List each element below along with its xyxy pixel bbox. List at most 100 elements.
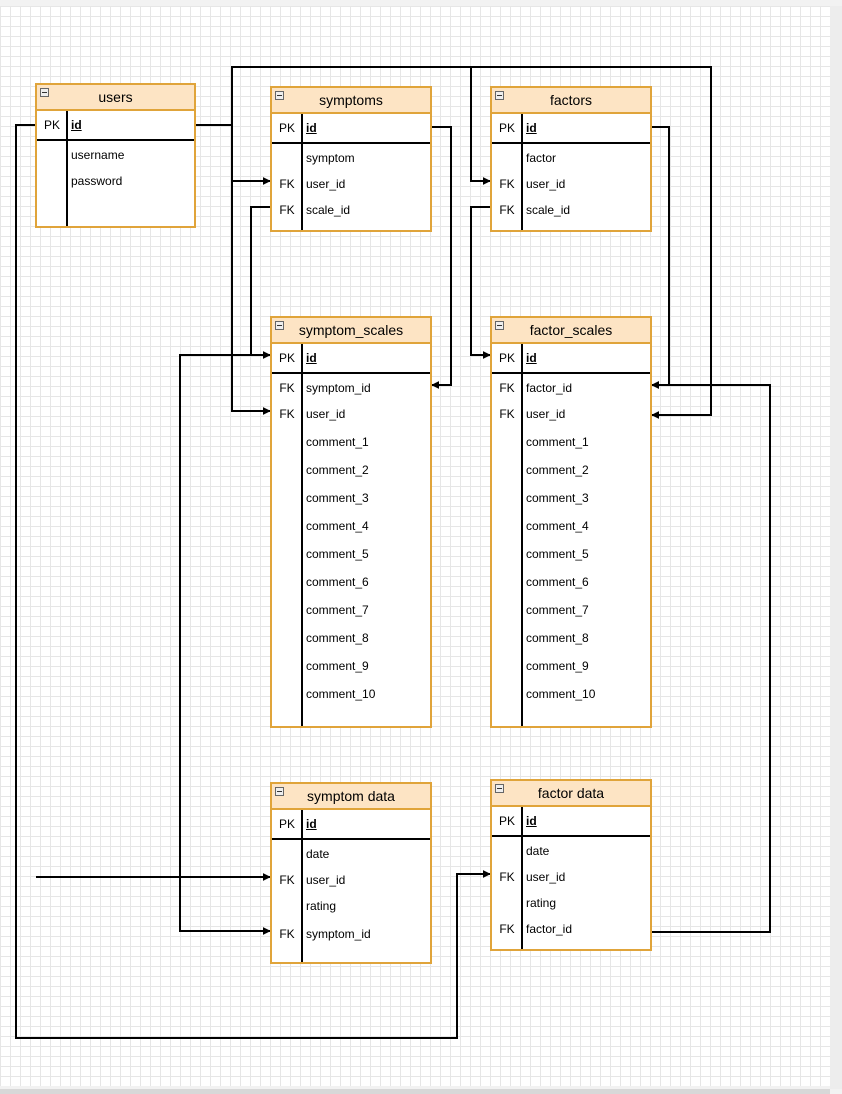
edge-users-to-symptoms-user-id[interactable]: [196, 124, 271, 185]
table-header[interactable]: factor_scales: [492, 318, 650, 344]
column-divider: [301, 810, 303, 962]
edge-symptoms-id-to-symptom-scales-symptom-id[interactable]: [431, 126, 452, 389]
minus-box-icon[interactable]: [40, 88, 49, 97]
field-comment-8: comment_8: [306, 631, 369, 645]
minus-box-icon[interactable]: [495, 321, 504, 330]
field-symptom: symptom: [306, 151, 355, 165]
field-id: id: [306, 351, 317, 365]
table-header[interactable]: factor data: [492, 781, 650, 807]
field-date: date: [306, 847, 330, 861]
column-divider: [301, 114, 303, 230]
field-date: date: [526, 844, 550, 858]
field-comment-8: comment_8: [526, 631, 589, 645]
key-label: FK: [279, 407, 295, 421]
column-divider: [521, 114, 523, 230]
field-username: username: [71, 148, 125, 162]
table-symptoms[interactable]: symptoms PK id symptom FK user_id FK sca…: [270, 86, 432, 232]
field-user-id: user_id: [526, 407, 566, 421]
pk-label: PK: [498, 814, 515, 828]
table-factor-data[interactable]: factor data PK id date FK user_id rating…: [490, 779, 652, 951]
minus-box-icon[interactable]: [495, 91, 504, 100]
key-label: FK: [279, 873, 295, 887]
edge-factors-id-to-factor-scales-factor-id[interactable]: [651, 126, 670, 389]
pk-label: PK: [278, 817, 295, 831]
field-comment-10: comment_10: [306, 687, 376, 701]
key-label: FK: [499, 203, 515, 217]
table-factor-scales[interactable]: factor_scales PK id FK factor_id FK user…: [490, 316, 652, 728]
field-comment-1: comment_1: [306, 435, 369, 449]
key-label: FK: [499, 870, 515, 884]
table-title: symptoms: [319, 92, 383, 108]
pk-label: PK: [498, 351, 515, 365]
table-header[interactable]: factors: [492, 88, 650, 114]
edge-symptoms-scale-to-symptom-scales-id[interactable]: [250, 206, 271, 359]
pk-separator: [492, 835, 650, 837]
horizontal-scrollbar[interactable]: [0, 1089, 830, 1094]
field-user-id: user_id: [306, 873, 346, 887]
column-divider: [301, 344, 303, 726]
pk-label: PK: [278, 121, 295, 135]
edge-factor-data-to-factor-scales-factor-id[interactable]: [651, 381, 771, 933]
field-comment-1: comment_1: [526, 435, 589, 449]
table-title: symptom data: [307, 788, 395, 804]
key-label: FK: [279, 177, 295, 191]
table-symptom-data[interactable]: symptom data PK id date FK user_id ratin…: [270, 782, 432, 964]
field-password: password: [71, 174, 123, 188]
minus-box-icon[interactable]: [275, 321, 284, 330]
field-comment-4: comment_4: [526, 519, 589, 533]
pk-separator: [37, 139, 194, 141]
column-divider: [521, 344, 523, 726]
pk-label: PK: [498, 121, 515, 135]
field-user-id: user_id: [306, 177, 346, 191]
field-comment-3: comment_3: [306, 491, 369, 505]
table-header[interactable]: symptom_scales: [272, 318, 430, 344]
field-comment-9: comment_9: [526, 659, 589, 673]
diagram-canvas[interactable]: users PK id username password symptoms P…: [0, 6, 830, 1086]
key-label: FK: [499, 381, 515, 395]
field-comment-5: comment_5: [526, 547, 589, 561]
table-factors[interactable]: factors PK id factor FK user_id FK scale…: [490, 86, 652, 232]
field-factor-id: factor_id: [526, 922, 573, 936]
vertical-scrollbar[interactable]: [830, 6, 842, 1089]
pk-separator: [272, 372, 430, 374]
column-divider: [521, 807, 523, 949]
column-divider: [66, 111, 68, 226]
field-comment-6: comment_6: [306, 575, 369, 589]
pk-separator: [272, 142, 430, 144]
field-comment-7: comment_7: [526, 603, 589, 617]
field-factor-id: factor_id: [526, 381, 573, 395]
pk-separator: [492, 372, 650, 374]
edge-users-to-symptom-scales-user-id[interactable]: [231, 181, 271, 415]
field-id: id: [71, 118, 82, 132]
table-title: factor data: [537, 785, 605, 801]
field-id: id: [306, 817, 317, 831]
edge-factors-scale-to-factor-scales-id[interactable]: [470, 206, 491, 359]
field-comment-2: comment_2: [526, 463, 589, 477]
field-id: id: [306, 121, 317, 135]
pk-separator: [272, 838, 430, 840]
table-header[interactable]: users: [37, 85, 194, 111]
minus-box-icon[interactable]: [495, 784, 504, 793]
table-users[interactable]: users PK id username password: [35, 83, 196, 228]
field-user-id: user_id: [526, 870, 566, 884]
pk-label: PK: [278, 351, 295, 365]
pk-separator: [492, 142, 650, 144]
field-comment-2: comment_2: [306, 463, 369, 477]
field-rating: rating: [526, 896, 557, 910]
table-symptom-scales[interactable]: symptom_scales PK id FK symptom_id FK us…: [270, 316, 432, 728]
edge-symptom-scales-to-symptom-data-symptom-id[interactable]: [179, 354, 271, 935]
field-rating: rating: [306, 899, 337, 913]
key-label: FK: [279, 203, 295, 217]
minus-box-icon[interactable]: [275, 787, 284, 796]
field-scale-id: scale_id: [526, 203, 571, 217]
field-comment-7: comment_7: [306, 603, 369, 617]
key-label: FK: [499, 407, 515, 421]
field-factor: factor: [526, 151, 557, 165]
table-header[interactable]: symptoms: [272, 88, 430, 114]
table-title: factor_scales: [529, 322, 613, 338]
field-id: id: [526, 351, 537, 365]
key-label: FK: [499, 177, 515, 191]
field-comment-5: comment_5: [306, 547, 369, 561]
minus-box-icon[interactable]: [275, 91, 284, 100]
table-header[interactable]: symptom data: [272, 784, 430, 810]
